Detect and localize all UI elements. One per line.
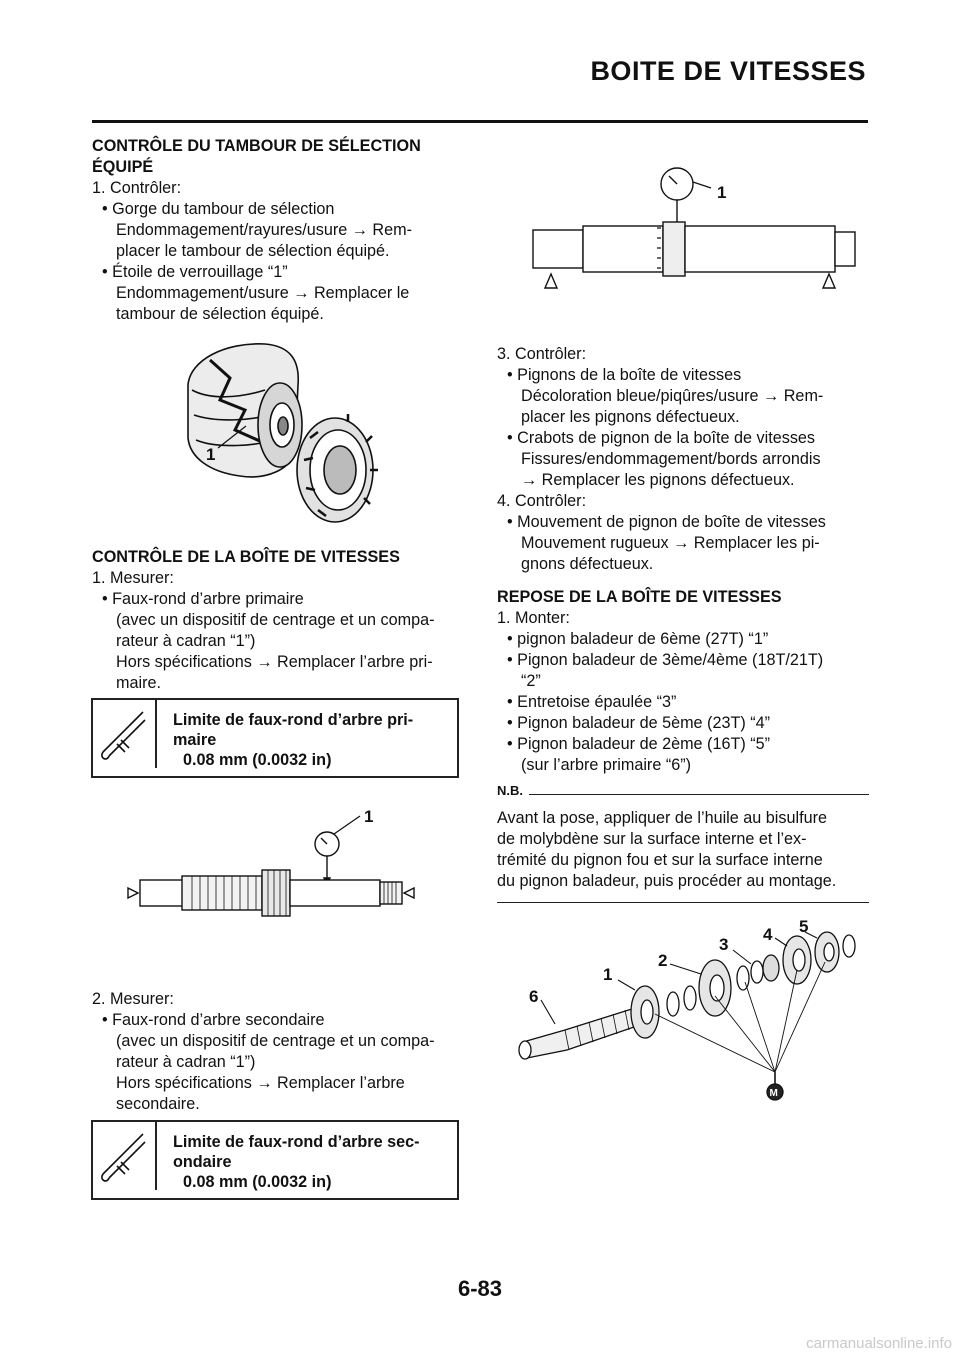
bullet-line: • Mouvement de pignon de boîte de vitess… — [507, 513, 826, 531]
bullet-line: • Crabots de pignon de la boîte de vites… — [507, 429, 816, 447]
spec-text: Limite de faux-rond d’arbre sec- ondaire… — [173, 1132, 419, 1192]
note-line: Avant la pose, appliquer de l’huile au b… — [497, 809, 827, 827]
bullet-line: • Pignons de la boîte de vitesses — [507, 366, 742, 384]
bullet-line: • Pignon baladeur de 3ème/4ème (18T/21T) — [507, 651, 824, 669]
text-line: rateur à cadran “1”) — [116, 1053, 256, 1071]
text-line: (avec un dispositif de centrage et un co… — [116, 611, 435, 629]
drive-axle-figure: 1 — [532, 167, 856, 289]
spec-value: 0.08 mm (0.0032 in) — [183, 751, 332, 769]
page-title: BOITE DE VITESSES — [590, 56, 866, 86]
text-line: (sur l’arbre primaire “6”) — [521, 756, 691, 774]
spec-name-line: Limite de faux-rond d’arbre pri- — [173, 711, 414, 729]
step-line: 1. Contrôler: — [92, 179, 182, 197]
section-title-line: ÉQUIPÉ — [92, 158, 154, 176]
note-label: N.B. — [497, 783, 523, 798]
text-line: Endommagement/usure → Remplacer le — [116, 284, 410, 302]
main-axle-figure: 1 — [127, 807, 415, 917]
spec-box-main-axle: Limite de faux-rond d’arbre pri- maire 0… — [91, 698, 459, 778]
text-line: (avec un dispositif de centrage et un co… — [116, 1032, 435, 1050]
step-line: 1. Mesurer: — [92, 569, 174, 587]
bullet-line: • Pignon baladeur de 5ème (23T) “4” — [507, 714, 771, 732]
shift-drum-figure: 1 — [187, 343, 378, 523]
section-drive-axle: 2. Mesurer: • Faux-rond d’arbre secondai… — [92, 989, 472, 1115]
text-line: Endommagement/rayures/usure → Rem- — [116, 221, 412, 239]
text-line: Fissures/endommagement/bords arrondis — [521, 450, 821, 468]
section-transmission-install: REPOSE DE LA BOÎTE DE VITESSES 1. Monter… — [497, 587, 877, 776]
step-line: 1. Monter: — [497, 609, 570, 627]
step-line: 2. Mesurer: — [92, 990, 174, 1008]
text-line: Décoloration bleue/piqûres/usure → Rem- — [521, 387, 824, 405]
text-line: placer les pignons défectueux. — [521, 408, 740, 426]
note-line: trémité du pignon fou et sur la surface … — [497, 851, 823, 869]
header-divider — [92, 120, 868, 123]
spec-name-line: Limite de faux-rond d’arbre sec- — [173, 1133, 420, 1151]
text-line: Hors spécifications → Remplacer l’arbre … — [116, 653, 433, 671]
gear-assembly-figure: M 1 2 3 4 5 6 — [518, 917, 856, 1101]
figure-callout: 6 — [529, 987, 538, 1006]
bullet-line: • Entretoise épaulée “3” — [507, 693, 677, 711]
bullet-line: • Faux-rond d’arbre secondaire — [102, 1011, 325, 1029]
lube-symbol: M — [770, 1088, 778, 1099]
figure-callout: 1 — [364, 807, 373, 826]
text-line: placer le tambour de sélection équipé. — [116, 242, 390, 260]
spec-divider — [155, 700, 157, 768]
spec-divider — [155, 1122, 157, 1190]
spec-box-drive-axle: Limite de faux-rond d’arbre sec- ondaire… — [91, 1120, 459, 1200]
note-block: N.B. Avant la pose, appliquer de l’huile… — [497, 783, 869, 903]
section-title-line: CONTRÔLE DU TAMBOUR DE SÉLECTION — [92, 137, 421, 155]
step-line: 4. Contrôler: — [497, 492, 587, 510]
text-line: tambour de sélection équipé. — [116, 305, 324, 323]
note-line: de molybdène sur la surface interne et l… — [497, 830, 807, 848]
caliper-icon — [93, 700, 155, 776]
text-line: Hors spécifications → Remplacer l’arbre — [116, 1074, 405, 1092]
figure-callout: 4 — [763, 925, 773, 944]
figure-callout: 2 — [658, 951, 667, 970]
figure-callout: 1 — [603, 965, 612, 984]
bullet-line: • Gorge du tambour de sélection — [102, 200, 335, 218]
bullet-line: • Étoile de verrouillage “1” — [102, 263, 288, 281]
section-title: CONTRÔLE DE LA BOÎTE DE VITESSES — [92, 548, 400, 566]
text-line: rateur à cadran “1”) — [116, 632, 256, 650]
note-top-rule — [529, 794, 869, 795]
step-line: 3. Contrôler: — [497, 345, 587, 363]
text-line: Mouvement rugueux → Remplacer les pi- — [521, 534, 820, 552]
text-line: secondaire. — [116, 1095, 200, 1113]
section-title: REPOSE DE LA BOÎTE DE VITESSES — [497, 588, 782, 606]
figure-callout: 1 — [206, 445, 215, 464]
text-line: → Remplacer les pignons défectueux. — [521, 471, 795, 489]
watermark: carmanualsonline.info — [806, 1335, 952, 1352]
bullet-line: • pignon baladeur de 6ème (27T) “1” — [507, 630, 769, 648]
caliper-icon — [93, 1122, 155, 1198]
bullet-line: • Pignon baladeur de 2ème (16T) “5” — [507, 735, 771, 753]
spec-name-line: maire — [173, 731, 217, 749]
figure-callout: 1 — [717, 183, 726, 202]
text-line: maire. — [116, 674, 161, 692]
note-bottom-rule — [497, 902, 869, 903]
text-line: “2” — [521, 672, 541, 690]
spec-value: 0.08 mm (0.0032 in) — [183, 1173, 332, 1191]
figure-callout: 5 — [799, 917, 808, 936]
section-transmission-check: CONTRÔLE DE LA BOÎTE DE VITESSES 1. Mesu… — [92, 547, 472, 694]
bullet-line: • Faux-rond d’arbre primaire — [102, 590, 304, 608]
section-shift-drum: CONTRÔLE DU TAMBOUR DE SÉLECTION ÉQUIPÉ … — [92, 136, 472, 325]
spec-text: Limite de faux-rond d’arbre pri- maire 0… — [173, 710, 413, 770]
spec-name-line: ondaire — [173, 1153, 232, 1171]
note-line: du pignon baladeur, puis procéder au mon… — [497, 872, 837, 890]
section-gear-check: 3. Contrôler: • Pignons de la boîte de v… — [497, 344, 877, 575]
figure-callout: 3 — [719, 935, 728, 954]
text-line: gnons défectueux. — [521, 555, 654, 573]
page-number: 6-83 — [457, 1276, 503, 1301]
